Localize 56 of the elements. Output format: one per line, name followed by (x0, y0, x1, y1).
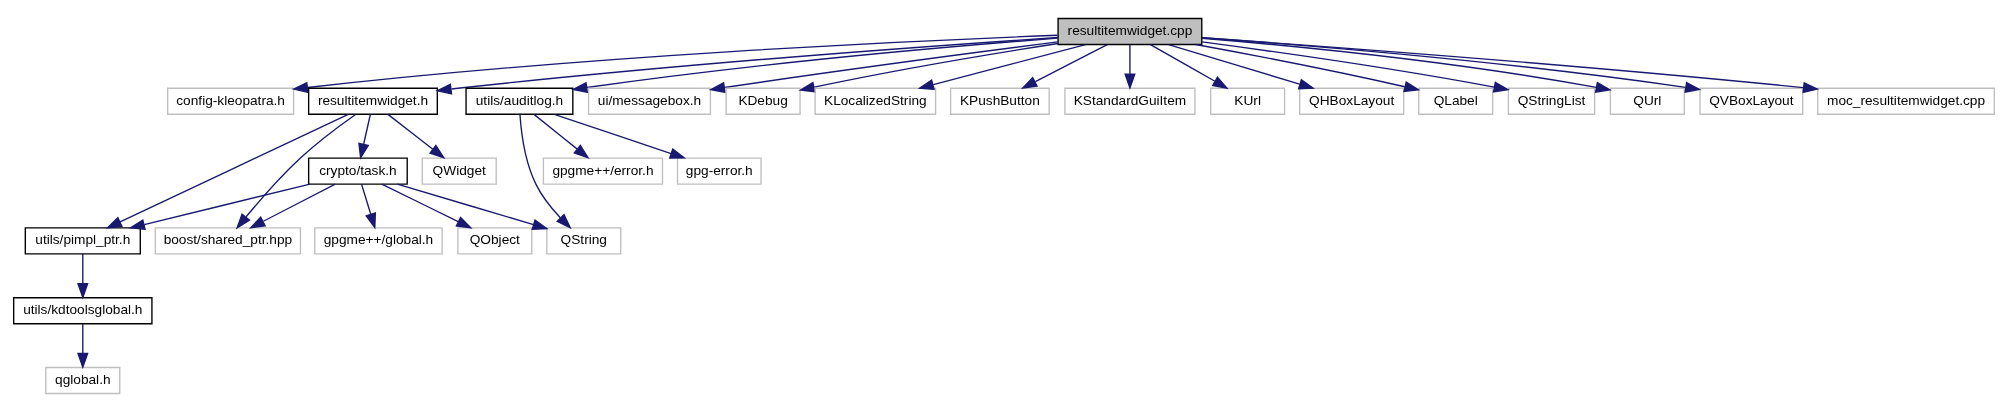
arrow (917, 43, 1087, 90)
arrow (519, 113, 572, 229)
node-box: resultitemwidget.h (307, 87, 438, 115)
node-box: KDebug (725, 87, 801, 115)
arrow (77, 252, 89, 299)
node-box: QLabel (1418, 87, 1494, 115)
node-box: utils/kdtoolsglobal.h (13, 296, 153, 324)
node-box: crypto/task.h (307, 156, 408, 185)
node-box: moc_resultitemwidget.cpp (1817, 87, 1995, 115)
arrow (128, 182, 311, 230)
arrow (1201, 40, 1510, 93)
node-box: resultitemwidget.cpp (1057, 17, 1203, 45)
node-box: utils/auditlog.h (465, 87, 574, 115)
node-box: qglobal.h (45, 366, 121, 394)
node-box: gpg-error.h (676, 156, 762, 185)
arrow (533, 113, 590, 159)
node-box: boost/shared_ptr.hpp (154, 226, 302, 255)
node-box: ui/messagebox.h (587, 87, 712, 115)
arrow (1149, 43, 1229, 89)
arrow (360, 182, 377, 229)
node-box: QUrl (1609, 87, 1685, 115)
arrow (1201, 37, 1612, 93)
arrow (105, 113, 349, 229)
node-box: KLocalizedString (814, 87, 937, 115)
node-box: QHBoxLayout (1298, 87, 1405, 115)
arrow (291, 34, 1059, 93)
node-box: KStandardGuiItem (1064, 87, 1196, 115)
node-box: QString (546, 226, 622, 255)
arrow (1167, 43, 1316, 90)
arrow (435, 36, 1059, 95)
node-box: utils/pimpl_ptr.h (24, 226, 141, 255)
node-box: QStringList (1507, 87, 1596, 115)
arrow (553, 113, 687, 159)
arrow (387, 113, 446, 159)
arrow (798, 42, 1059, 93)
arrow (381, 182, 473, 229)
arrow (1201, 36, 1820, 93)
node-box: QWidget (421, 156, 497, 185)
arrow (571, 36, 1059, 93)
node-box: QObject (457, 226, 533, 255)
arrow (1020, 43, 1108, 89)
arrow (358, 113, 372, 160)
node-box: KPushButton (949, 87, 1050, 115)
node-box: KUrl (1210, 87, 1286, 115)
node-box: config-kleopatra.h (167, 87, 295, 115)
arrow (235, 113, 357, 229)
node-box: gpgme++/global.h (314, 226, 443, 255)
arrow (708, 40, 1059, 93)
arrow (396, 182, 549, 230)
node-box: gpgme++/error.h (542, 156, 664, 185)
arrow (77, 322, 89, 369)
node-box: QVBoxLayout (1699, 87, 1804, 115)
arrow (248, 182, 336, 229)
arrow (1124, 43, 1136, 90)
arrow (1195, 43, 1421, 92)
arrow (1201, 36, 1702, 93)
